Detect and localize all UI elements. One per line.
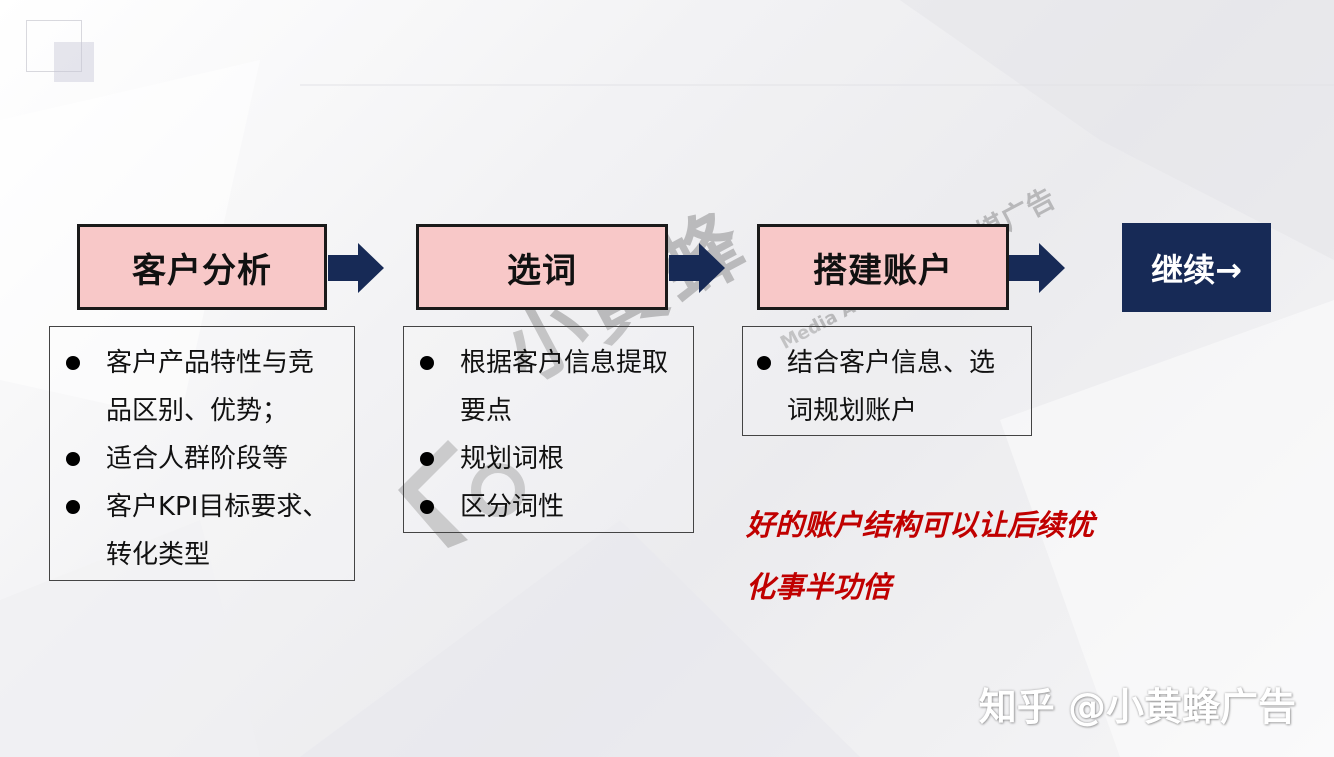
list-item: 词规划账户 bbox=[787, 396, 918, 426]
zhihu-watermark: 知乎 @小黄蜂广告 bbox=[978, 685, 1296, 729]
continue-button[interactable]: 继续→ bbox=[1122, 223, 1271, 312]
detail-box-keyword-selection: 根据客户信息提取 要点 规划词根 区分词性 bbox=[403, 326, 694, 533]
list-item: 客户KPI目标要求、 bbox=[50, 483, 354, 531]
list-item: 品区别、优势； bbox=[106, 396, 289, 426]
list-item: 客户产品特性与竞 bbox=[50, 339, 354, 387]
list-item: 区分词性 bbox=[404, 483, 693, 531]
corner-logo-frame bbox=[26, 20, 82, 72]
arrow-right-icon bbox=[669, 243, 725, 293]
note-text: 好的账户结构可以让后续优 化事半功倍 bbox=[746, 494, 1186, 618]
list-item: 结合客户信息、选 bbox=[743, 339, 1031, 387]
list-item: 要点 bbox=[460, 396, 513, 426]
detail-box-build-account: 结合客户信息、选 词规划账户 bbox=[742, 326, 1032, 436]
step-label: 选词 bbox=[507, 250, 577, 291]
step-customer-analysis: 客户分析 bbox=[77, 224, 327, 310]
list-item: 转化类型 bbox=[106, 540, 211, 570]
list-item: 根据客户信息提取 bbox=[404, 339, 693, 387]
detail-box-customer-analysis: 客户产品特性与竞 品区别、优势； 适合人群阶段等 客户KPI目标要求、 转化类型 bbox=[49, 326, 355, 581]
list-item: 规划词根 bbox=[404, 435, 693, 483]
step-label: 客户分析 bbox=[132, 250, 272, 291]
note-line: 化事半功倍 bbox=[746, 570, 892, 604]
arrow-right-icon bbox=[1009, 243, 1065, 293]
corner-logo-block bbox=[54, 42, 94, 82]
continue-label: 继续→ bbox=[1151, 250, 1242, 289]
step-build-account: 搭建账户 bbox=[757, 224, 1009, 310]
step-keyword-selection: 选词 bbox=[416, 224, 668, 310]
note-line: 好的账户结构可以让后续优 bbox=[746, 508, 1095, 542]
step-label: 搭建账户 bbox=[813, 250, 953, 291]
list-item: 适合人群阶段等 bbox=[50, 435, 354, 483]
arrow-right-icon bbox=[328, 243, 384, 293]
